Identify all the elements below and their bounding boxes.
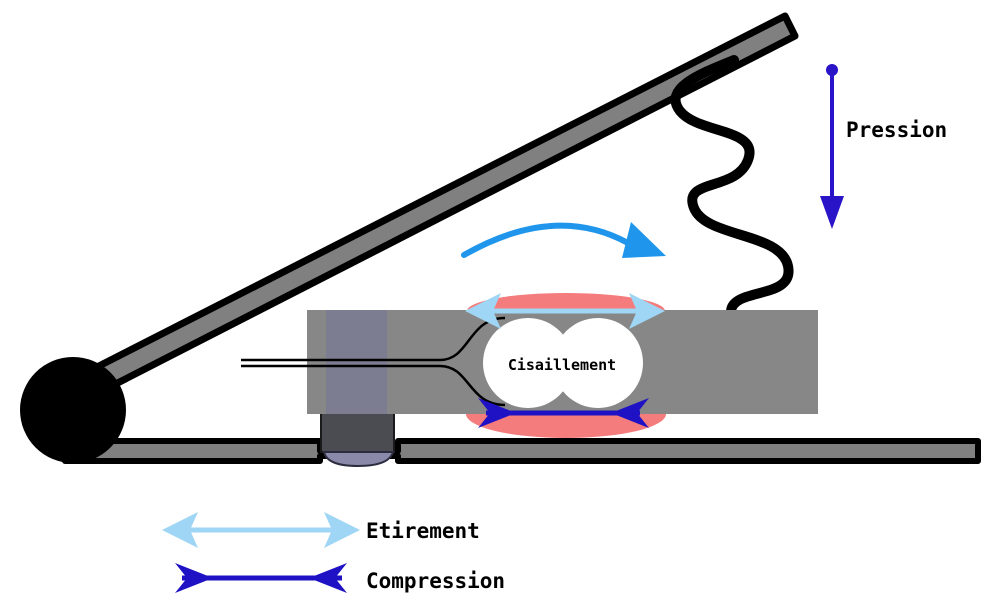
cisaillement-label: Cisaillement: [508, 356, 616, 374]
stretch-arrow-top-right-head: [629, 293, 665, 329]
compression-arrow-bottom-right-head: [611, 398, 649, 428]
wire-bottom: [241, 364, 506, 407]
stretch-arrow-top-left-head: [465, 293, 501, 329]
compression-arrow-bottom-left-head: [478, 398, 516, 428]
pressure-arrow-head: [820, 196, 844, 229]
legend-stretch-arrow-left-head: [162, 512, 198, 548]
curved-arrow-icon: [461, 222, 631, 258]
hinge-circle-icon: [20, 357, 126, 463]
screw-cap: [322, 451, 395, 468]
legend-etirement-label: Etirement: [366, 519, 480, 543]
legend-compression-arrow-left-head: [175, 563, 213, 593]
shear-hole-right: [553, 318, 643, 408]
curved-arrow-head: [622, 222, 666, 258]
spring-icon: [670, 55, 794, 316]
screw-body: [326, 310, 387, 414]
pression-label: Pression: [846, 118, 947, 142]
legend-compression-label: Compression: [366, 569, 505, 593]
shear-hole-left: [483, 318, 573, 408]
legend-stretch-arrow-right-head: [324, 512, 360, 548]
legend-compression-arrow-right-head: [309, 563, 347, 593]
screw-base: [320, 411, 395, 453]
base-plate: [62, 438, 981, 464]
